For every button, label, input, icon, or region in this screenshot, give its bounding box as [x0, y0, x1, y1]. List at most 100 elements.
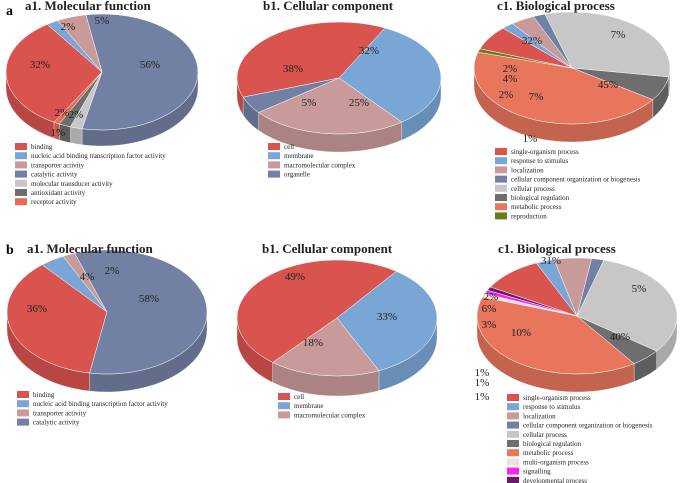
legend-entry: localization: [523, 412, 556, 420]
legend-swatch: [278, 411, 290, 419]
slice-value-label: 56%: [140, 59, 160, 71]
legend-entry: cell: [294, 393, 304, 401]
slice-value-label: 10%: [511, 327, 531, 339]
legend-swatch: [17, 391, 29, 398]
legend-entry: membrane: [294, 402, 324, 410]
legend-entry: antioxidant activity: [31, 189, 86, 197]
pie-slice-4: [81, 13, 199, 131]
chart-title: b1. Cellular component: [262, 241, 393, 256]
slice-value-label: 38%: [283, 63, 303, 75]
pie-slice-4: [242, 77, 340, 113]
pie-slice-7: [476, 296, 635, 375]
legend-entry: cellular component organization or bioge…: [523, 422, 653, 430]
pie-slice-1: [236, 259, 397, 363]
legend-swatch: [495, 175, 507, 183]
slice-value-label: 5%: [302, 97, 317, 109]
legend-swatch: [268, 143, 280, 150]
legend-swatch: [15, 170, 27, 178]
legend-entry: cell: [284, 143, 294, 151]
legend-swatch: [15, 143, 27, 150]
slice-value-label: 2%: [503, 63, 518, 75]
slice-value-label: 2%: [61, 21, 76, 33]
slice-value-label: 2%: [105, 265, 120, 277]
pie-slice-3: [272, 317, 380, 377]
pie-slice-1: [236, 21, 386, 98]
slice-value-label: 36%: [27, 303, 47, 315]
slice-value-label: 33%: [377, 311, 397, 323]
legend-swatch: [15, 189, 27, 196]
slice-value-label: 1%: [475, 377, 490, 389]
legend-swatch: [507, 458, 519, 466]
slice-value-label: 32%: [30, 59, 50, 71]
legend-entry: transporter activity: [31, 161, 85, 169]
legend-entry: cellular process: [523, 431, 567, 439]
legend-entry: macromolecular complex: [284, 161, 356, 169]
slice-value-label: 40%: [610, 331, 630, 343]
slice-value-label: 25%: [349, 97, 369, 109]
legend-entry: transporter activity: [33, 409, 87, 417]
slice-value-label: 7%: [529, 91, 544, 103]
slice-value-label: 3%: [482, 319, 497, 331]
chart-title: b1. Cellular component: [263, 0, 394, 13]
legend-swatch: [495, 184, 507, 192]
chart-title: a1. Molecular function: [25, 0, 152, 13]
slice-value-label: 32%: [522, 35, 542, 47]
legend-entry: biological regulation: [523, 440, 582, 448]
legend-entry: catalytic activity: [31, 171, 78, 179]
legend-entry: nucleic acid binding transcription facto…: [33, 400, 168, 408]
legend-swatch: [507, 421, 519, 429]
legend-entry: signalling: [523, 468, 551, 476]
chart-title: c1. Biological process: [497, 0, 615, 13]
legend-entry: catalytic activity: [33, 419, 80, 427]
pie-chart-2: b1. Cellular component 38% 32% 25% 5% cellmem…: [236, 0, 442, 179]
pie-slice-8: [477, 48, 573, 69]
legend-swatch: [507, 412, 519, 420]
legend-swatch: [15, 198, 27, 206]
pie-slice-5: [576, 259, 678, 352]
slice-value-label: 58%: [139, 293, 159, 305]
legend-swatch: [268, 161, 280, 169]
legend-entry: molecular transducer activity: [31, 180, 113, 188]
legend-entry: single-organism process: [523, 394, 591, 402]
slice-value-label: 49%: [285, 271, 305, 283]
slice-value-label: 2%: [69, 109, 84, 121]
legend-swatch: [507, 467, 519, 475]
legend-swatch: [15, 161, 27, 169]
legend-entry: organelle: [284, 171, 310, 179]
pie-slice-2: [338, 27, 442, 123]
slice-value-label: 5%: [632, 283, 647, 295]
legend-swatch: [495, 194, 507, 201]
legend-entry: metabolic process: [523, 449, 574, 457]
legend-swatch: [495, 148, 507, 155]
legend-swatch: [495, 157, 507, 165]
legend-swatch: [507, 394, 519, 401]
legend-entry: cellular process: [511, 185, 555, 193]
slice-value-label: 2%: [55, 107, 70, 119]
slice-value-label: 18%: [303, 337, 323, 349]
slice-value-label: 1%: [475, 367, 490, 379]
pie-chart-4: a1. Molecular function36%4%2%58%bindingn…: [6, 241, 208, 427]
slice-value-label: 4%: [80, 271, 95, 283]
legend-entry: receptor activity: [31, 198, 77, 206]
legend-swatch: [278, 402, 290, 410]
slice-value-label: 31%: [541, 255, 561, 267]
legend-entry: reproduction: [511, 212, 547, 220]
panel-label-a: a: [6, 4, 13, 19]
slice-value-label: 2%: [499, 89, 514, 101]
slice-value-label: 1%: [51, 127, 66, 139]
slice-value-label: 32%: [359, 45, 379, 57]
pie-chart-5: b1. Cellular component 49% 33% 18% cellmembr…: [236, 241, 438, 419]
legend-entry: response to stimulus: [511, 157, 568, 165]
pie-slice-3: [258, 77, 403, 135]
legend-entry: macromolecular complex: [294, 411, 366, 419]
legend-swatch: [495, 212, 507, 220]
legend-swatch: [507, 403, 519, 411]
pie-charts: a1. Molecular function32%2%5%56%2%2%1%bi…: [5, 0, 678, 483]
pie-slice-10: [486, 286, 578, 317]
legend-entry: membrane: [284, 152, 314, 160]
legend-entry: biological regulation: [511, 194, 570, 202]
slice-value-label: 7%: [611, 29, 626, 41]
pie-chart-3: c1. Biological process7%2%4%2%32%7%45%1%…: [473, 0, 671, 220]
legend-entry: multi-organism process: [523, 458, 589, 466]
slice-value-label: 6%: [482, 303, 497, 315]
